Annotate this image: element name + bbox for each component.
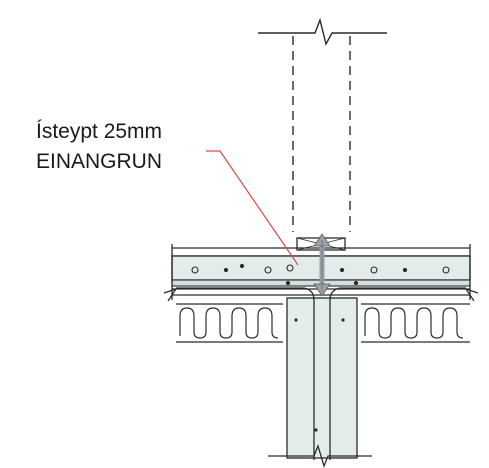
upper-wall xyxy=(258,17,387,232)
upper-wall-break-line xyxy=(258,17,387,46)
under-slab-insulation-left xyxy=(176,303,283,343)
foundation-wall xyxy=(176,287,466,468)
annotation-line-2: EINANGRUN xyxy=(36,150,163,173)
cast-in-insulation-arrow xyxy=(313,233,331,297)
annotation-leader-line xyxy=(206,150,299,266)
annotation-line-1: Ísteypt 25mm xyxy=(36,120,163,143)
under-slab-insulation-right xyxy=(361,303,470,343)
slab-aggregate-markers xyxy=(191,263,450,286)
